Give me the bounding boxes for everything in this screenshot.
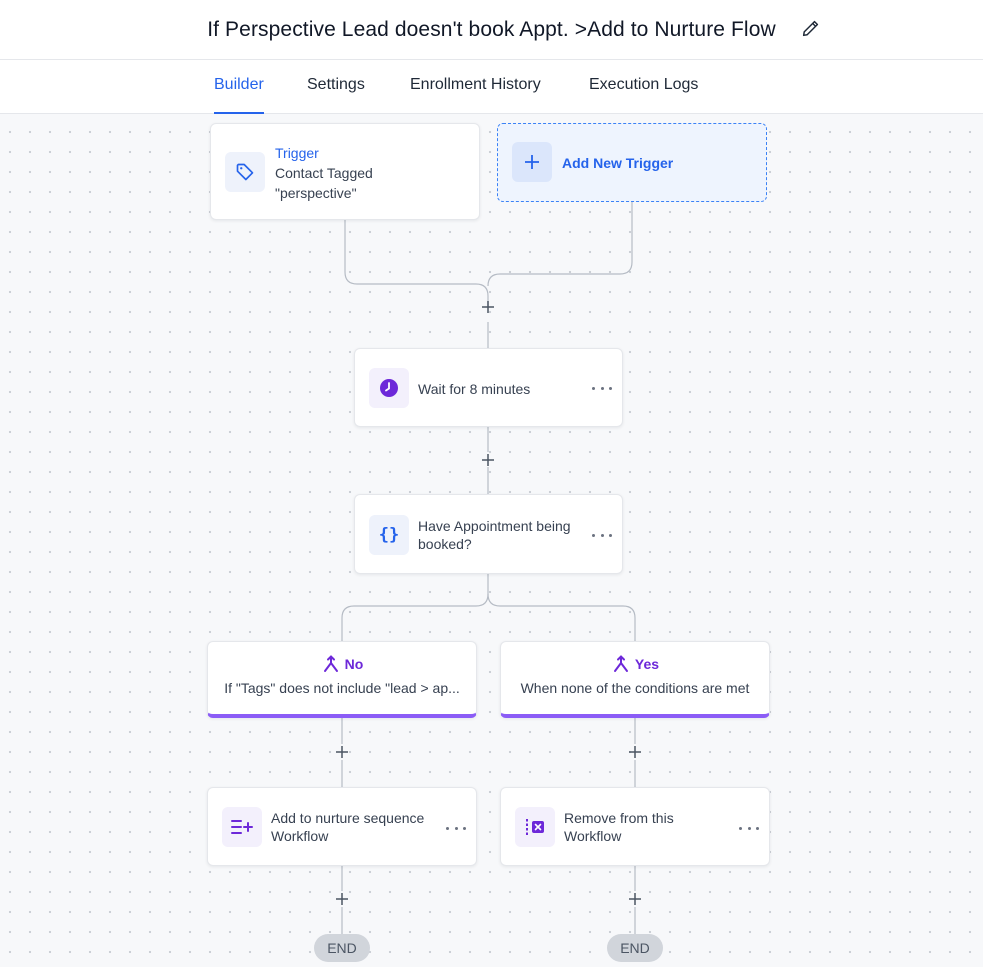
branch-yes-description: When none of the conditions are met [520, 680, 750, 696]
add-step-plus-icon[interactable] [627, 744, 643, 760]
trigger-event: Contact Tagged [275, 165, 373, 181]
tab-settings[interactable]: Settings [307, 76, 365, 93]
wait-node[interactable]: Wait for 8 minutes [354, 348, 623, 427]
add-to-workflow-label: Add to nurture sequence Workflow [271, 810, 425, 844]
remove-from-workflow-action[interactable]: Remove from this Workflow [500, 787, 770, 866]
workflow-canvas[interactable]: Trigger Contact Tagged "perspective" Add… [0, 114, 983, 967]
tab-bar: Builder Settings Enrollment History Exec… [0, 60, 983, 114]
more-options-icon[interactable] [592, 383, 612, 393]
add-to-workflow-action[interactable]: Add to nurture sequence Workflow [207, 787, 477, 866]
add-step-plus-icon[interactable] [480, 299, 496, 315]
end-marker: END [607, 934, 663, 962]
add-step-plus-icon[interactable] [334, 744, 350, 760]
pencil-icon[interactable] [800, 17, 822, 39]
branch-yes-label: Yes [634, 656, 660, 672]
end-marker: END [314, 934, 370, 962]
workflow-remove-icon-box [515, 807, 555, 847]
tag-icon-box [225, 152, 265, 192]
more-options-icon[interactable] [446, 823, 466, 833]
trigger-tag: "perspective" [275, 185, 357, 201]
braces-icon: {} [378, 525, 400, 545]
plus-icon [525, 155, 539, 169]
workflow-header: If Perspective Lead doesn't book Appt. >… [0, 0, 983, 60]
add-step-plus-icon[interactable] [334, 891, 350, 907]
connector-lines [341, 202, 636, 934]
add-step-plus-icon[interactable] [627, 891, 643, 907]
workflow-title: If Perspective Lead doesn't book Appt. >… [207, 17, 776, 41]
trigger-label: Trigger [275, 145, 319, 161]
clock-icon-box [369, 368, 409, 408]
add-step-plus-icon[interactable] [480, 452, 496, 468]
clock-icon [380, 379, 398, 397]
condition-label: Have Appointment being booked? [418, 518, 571, 552]
trigger-text: Trigger Contact Tagged "perspective" [275, 144, 373, 202]
trigger-node[interactable]: Trigger Contact Tagged "perspective" [210, 123, 480, 220]
more-options-icon[interactable] [739, 823, 759, 833]
workflow-remove-icon [526, 819, 544, 835]
remove-from-workflow-label: Remove from this Workflow [564, 810, 674, 844]
add-new-trigger-label: Add New Trigger [562, 155, 674, 171]
tab-execution-logs[interactable]: Execution Logs [589, 76, 699, 93]
add-new-trigger-button[interactable]: Add New Trigger [497, 123, 767, 202]
list-add-icon [231, 820, 253, 834]
tab-enrollment-history[interactable]: Enrollment History [410, 76, 541, 93]
tag-icon [236, 163, 254, 181]
branch-icon [613, 655, 628, 672]
list-add-icon-box [222, 807, 262, 847]
braces-icon-box: {} [369, 515, 409, 555]
branch-no[interactable]: No If "Tags" does not include "lead > ap… [207, 641, 477, 718]
tab-builder[interactable]: Builder [214, 60, 264, 114]
branch-yes[interactable]: Yes When none of the conditions are met [500, 641, 770, 718]
condition-node[interactable]: {} Have Appointment being booked? [354, 494, 623, 574]
branch-no-label: No [344, 656, 364, 672]
wait-label: Wait for 8 minutes [418, 381, 531, 397]
plus-icon-box [512, 142, 552, 182]
branch-icon [323, 655, 338, 672]
more-options-icon[interactable] [592, 530, 612, 540]
branch-no-description: If "Tags" does not include "lead > ap... [224, 680, 460, 696]
